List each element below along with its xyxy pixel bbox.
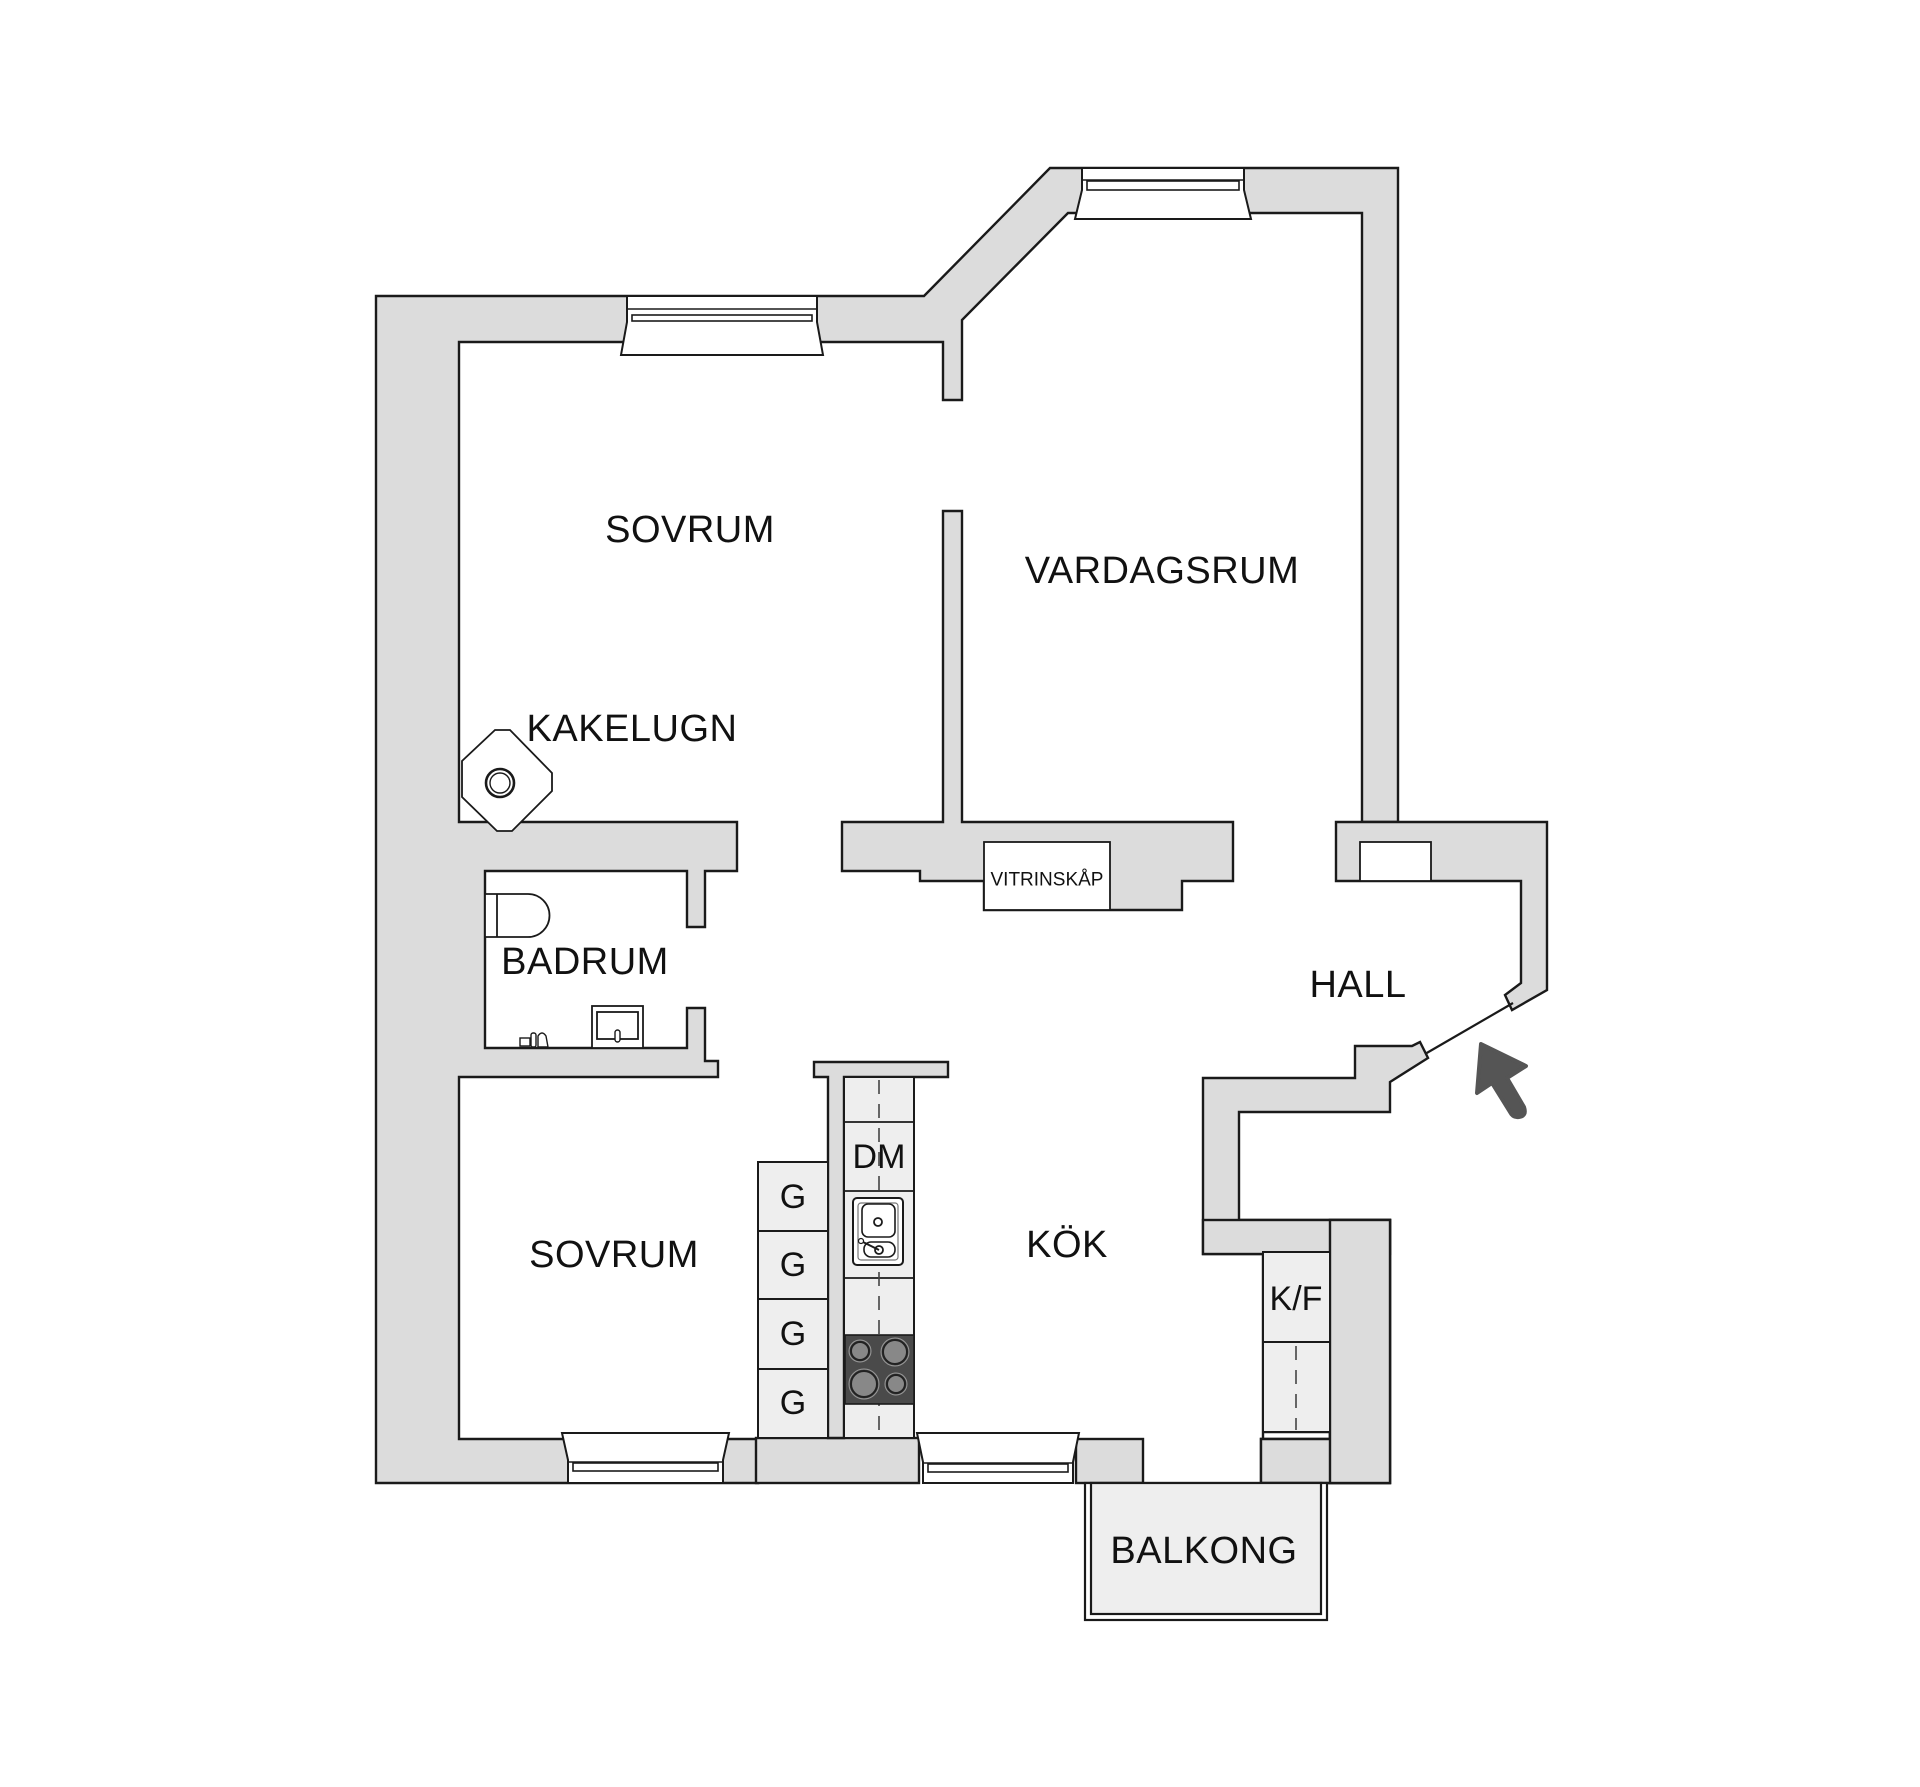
window-vardagsrum	[1073, 167, 1253, 220]
label-wardrobe-3: G	[780, 1315, 806, 1353]
wall-left-outer	[374, 166, 1400, 1485]
kitchen-sink-icon	[852, 1197, 904, 1266]
room-labels: SOVRUM VARDAGSRUM KAKELUGN BADRUM HALL S…	[501, 509, 1406, 1572]
tiled-stove-icon	[461, 729, 553, 832]
walls	[374, 166, 1549, 1485]
label-sovrum-bottom: SOVRUM	[529, 1234, 699, 1276]
window-sovrum-bottom	[560, 1432, 731, 1484]
fridge-freezer	[1262, 1251, 1331, 1433]
washbasin-icon	[591, 1005, 644, 1049]
wardrobe-4[interactable]	[757, 1368, 829, 1439]
label-sovrum-top: SOVRUM	[605, 509, 775, 551]
label-hall: HALL	[1309, 964, 1406, 1006]
tap-icon	[519, 1032, 549, 1048]
balcony	[1083, 1481, 1329, 1622]
window-kitchen	[915, 1432, 1081, 1484]
entrance-door[interactable]	[1424, 1002, 1514, 1055]
label-kakelugn: KAKELUGN	[527, 708, 738, 750]
window-sovrum-top	[619, 295, 825, 356]
label-kf: K/F	[1270, 1280, 1323, 1318]
wall-middle	[840, 509, 1235, 912]
vitrinskap-cabinet	[983, 841, 1111, 911]
wall-bottom-kitchen	[1074, 1437, 1145, 1485]
label-vardagsrum: VARDAGSRUM	[1025, 550, 1300, 592]
wardrobe-2[interactable]	[757, 1230, 829, 1300]
hall-cupboard	[1359, 841, 1432, 882]
label-balkong: BALKONG	[1110, 1530, 1297, 1572]
stove-icon	[844, 1334, 915, 1405]
entrance-arrow-icon	[1475, 1042, 1528, 1120]
wall-kitchen-right-side	[1328, 1218, 1392, 1485]
label-wardrobe-1: G	[780, 1178, 806, 1216]
label-wardrobe-2: G	[780, 1246, 806, 1284]
wardrobe-3[interactable]	[757, 1298, 829, 1370]
label-dm: DM	[853, 1138, 906, 1176]
windows	[560, 167, 1253, 1484]
label-vitrinskap: VITRINSKÅP	[991, 870, 1104, 891]
label-wardrobe-4: G	[780, 1384, 806, 1422]
wardrobes	[757, 1161, 829, 1439]
label-badrum: BADRUM	[501, 941, 669, 983]
wardrobe-1[interactable]	[757, 1161, 829, 1232]
wall-bottom-mid	[754, 1436, 921, 1485]
toilet-icon	[484, 893, 551, 938]
label-kok: KÖK	[1026, 1224, 1108, 1266]
